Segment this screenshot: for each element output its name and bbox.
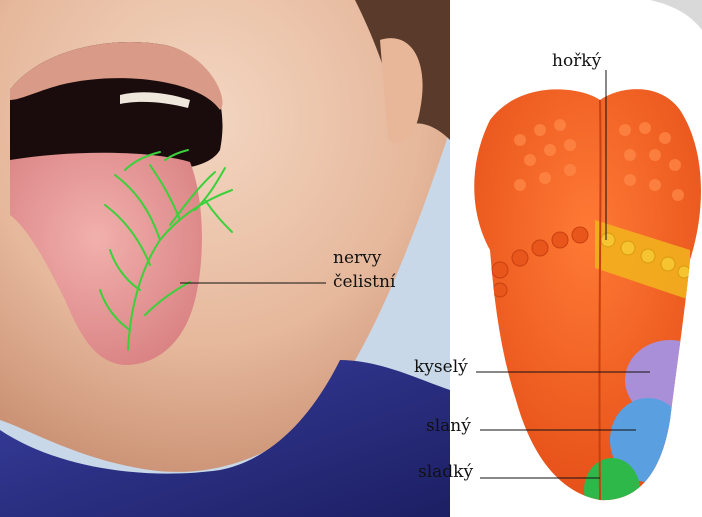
boy-photo bbox=[0, 0, 450, 517]
nerves-label-line2: čelistní bbox=[333, 272, 395, 292]
sweet-label: sladký bbox=[418, 462, 473, 482]
bitter-label: hořký bbox=[552, 51, 601, 71]
sour-label: kyselý bbox=[414, 357, 468, 377]
salty-label: slaný bbox=[426, 416, 471, 436]
nerves-label-line1: nervy bbox=[333, 248, 381, 268]
